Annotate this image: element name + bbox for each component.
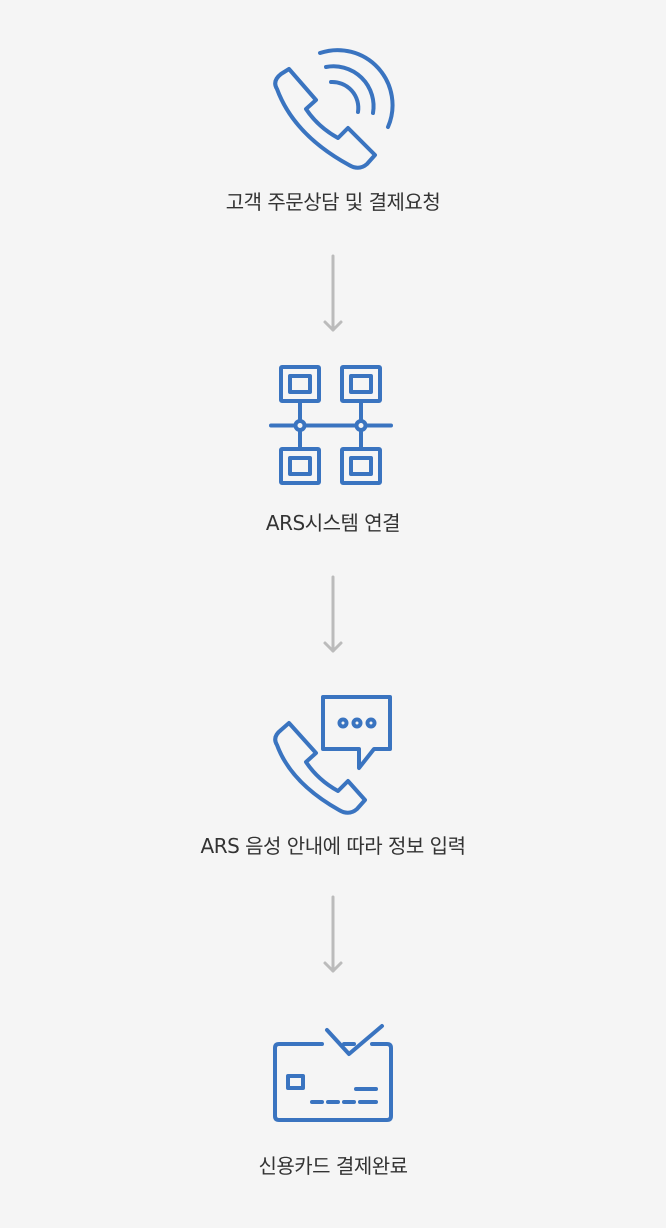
step-label: 고객 주문상담 및 결제요청 xyxy=(225,190,441,214)
step-label: 신용카드 결제완료 xyxy=(258,1154,408,1178)
network-icon xyxy=(269,365,393,485)
step-label: ARS시스템 연결 xyxy=(265,511,401,535)
flow-arrow xyxy=(0,571,666,661)
step-card-complete: 신용카드 결제완료 xyxy=(0,1010,666,1200)
arrow-down-icon xyxy=(323,575,343,653)
card-check-icon xyxy=(273,1024,393,1122)
step-order-request: 고객 주문상담 및 결제요청 xyxy=(0,0,666,230)
flow-arrow xyxy=(0,250,666,340)
flow-arrow xyxy=(0,891,666,981)
arrow-down-icon xyxy=(323,254,343,332)
phone-chat-icon xyxy=(273,695,392,815)
step-ars-connect: ARS시스템 연결 xyxy=(0,350,666,550)
arrow-down-icon xyxy=(323,895,343,973)
step-label: ARS 음성 안내에 따라 정보 입력 xyxy=(200,834,466,858)
step-voice-input: ARS 음성 안내에 따라 정보 입력 xyxy=(0,680,666,870)
phone-call-icon xyxy=(273,48,395,170)
